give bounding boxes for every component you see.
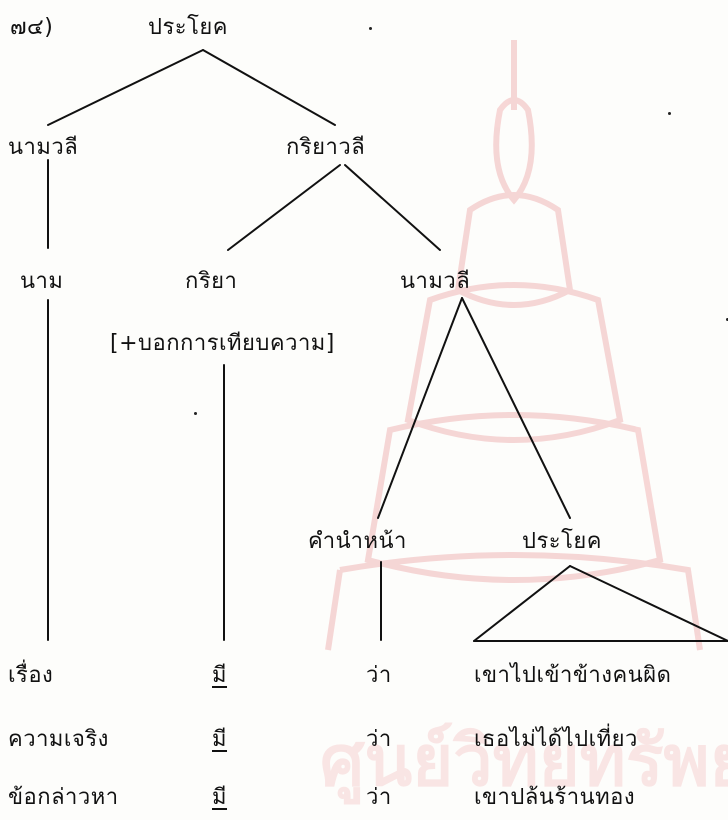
example-2-comp: ว่า (366, 727, 392, 752)
node-complementizer: คำนำหน้า (308, 529, 407, 554)
scan-speck (369, 27, 372, 30)
example-1-clause: เขาไปเข้าข้างคนผิด (474, 663, 672, 688)
edge-np2-clause (461, 297, 571, 519)
node-np2: นามวลี (400, 269, 471, 294)
node-clause: ประโยค (522, 529, 603, 554)
example-2-verb: มี (212, 727, 228, 752)
example-3-verb: มี (212, 785, 228, 810)
edge-vp-np2 (344, 164, 441, 251)
example-1-comp: ว่า (366, 663, 392, 688)
edge-np2-comp (377, 297, 463, 519)
example-3-clause: เขาปล้นร้านทอง (474, 785, 636, 810)
edge-clause-right (569, 565, 728, 642)
node-vp: กริยาวลี (286, 135, 366, 160)
node-noun: นาม (20, 269, 64, 294)
node-root: ประโยค (148, 15, 229, 40)
edge-root-np (47, 49, 204, 126)
example-1-noun: เรื่อง (8, 663, 54, 688)
example-1-verb: มี (212, 663, 228, 688)
example-2-clause: เธอไม่ได้ไปเที่ยว (474, 727, 638, 752)
edge-vp-verb (227, 164, 341, 251)
example-3-noun: ข้อกล่าวหา (8, 785, 119, 810)
node-np: นามวลี (8, 135, 79, 160)
scan-speck (668, 112, 671, 115)
example-2-noun: ความเจริง (8, 727, 109, 752)
feature-label: [+บอกการเทียบความ] (110, 331, 335, 356)
edge-root-vp (202, 49, 336, 126)
example-3-comp: ว่า (366, 785, 392, 810)
node-verb: กริยา (185, 269, 238, 294)
scan-speck (726, 318, 728, 321)
example-number: ๗๔) (10, 15, 54, 40)
edge-clause-left (473, 565, 571, 642)
scan-speck (194, 412, 197, 415)
